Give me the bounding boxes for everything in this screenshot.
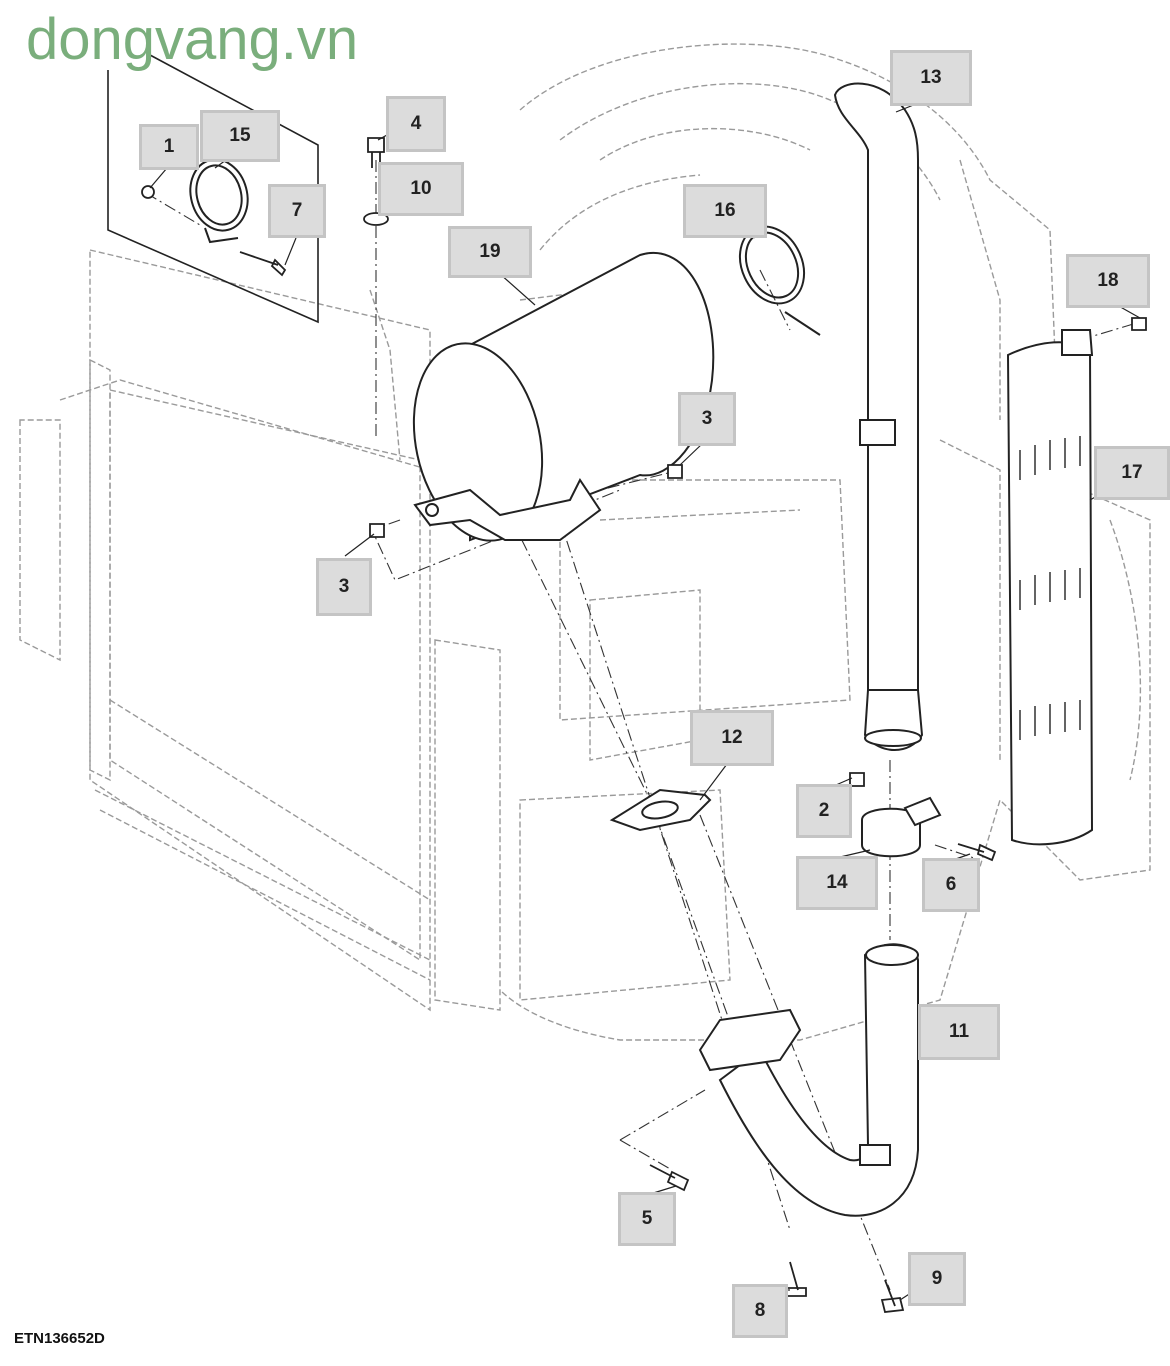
callout-8[interactable]: 8	[732, 1284, 788, 1338]
lower-flange	[698, 1008, 802, 1072]
callout-14[interactable]: 14	[796, 856, 878, 910]
bolt-6	[957, 843, 997, 862]
callout-11[interactable]: 11	[918, 1004, 1000, 1060]
callout-1[interactable]: 1	[139, 124, 199, 170]
engine-outline	[499, 43, 1151, 1041]
stack-bracket	[859, 419, 896, 446]
bolt-7	[239, 251, 287, 277]
callout-2[interactable]: 2	[796, 784, 852, 838]
callout-17[interactable]: 17	[1094, 446, 1170, 500]
muffler-end	[412, 342, 544, 542]
nut-3a	[667, 464, 683, 479]
callout-3-lower[interactable]: 3	[316, 558, 372, 616]
muffler-bracket	[413, 478, 602, 541]
callout-9[interactable]: 9	[908, 1252, 966, 1306]
callout-15[interactable]: 15	[200, 110, 280, 162]
callout-5[interactable]: 5	[618, 1192, 676, 1246]
bolt-5	[649, 1164, 690, 1192]
callout-3-upper[interactable]: 3	[678, 392, 736, 446]
callout-13[interactable]: 13	[890, 50, 972, 106]
stack-pipe	[833, 82, 919, 691]
callout-7[interactable]: 7	[268, 184, 326, 238]
watermark-text: dongvang.vn	[26, 7, 359, 72]
bolt-8	[785, 1261, 807, 1297]
callout-4[interactable]: 4	[386, 96, 446, 152]
lower-pipe	[718, 943, 919, 1217]
figure-id-label: ETN136652D	[14, 1330, 105, 1347]
radiator-frame-outline	[19, 419, 61, 662]
washer-10	[363, 212, 389, 226]
callout-6[interactable]: 6	[922, 858, 980, 912]
callout-16[interactable]: 16	[683, 184, 767, 238]
callout-12[interactable]: 12	[690, 710, 774, 766]
nut-2	[849, 772, 865, 787]
screw-18	[1131, 317, 1147, 331]
callout-19[interactable]: 19	[448, 226, 532, 278]
nut-1	[141, 185, 155, 199]
callout-18[interactable]: 18	[1066, 254, 1150, 308]
bolt-9	[880, 1279, 905, 1313]
clamp	[861, 807, 921, 858]
callout-10[interactable]: 10	[378, 162, 464, 216]
